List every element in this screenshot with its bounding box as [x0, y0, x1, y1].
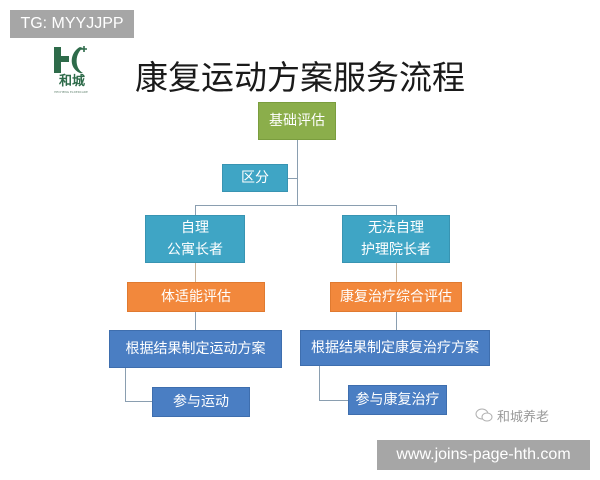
connector-left-plan-action-v	[125, 368, 126, 402]
node-label-line2: 公寓长者	[167, 242, 223, 258]
node-label: 根据结果制定康复治疗方案	[311, 340, 479, 356]
node-join-rehab: 参与康复治疗	[348, 385, 447, 415]
connector-right-group-assess	[396, 263, 397, 282]
node-join-exercise: 参与运动	[152, 387, 250, 417]
node-label: 参与运动	[173, 394, 229, 410]
connector-right-assess-plan	[396, 312, 397, 330]
tg-badge: TG: MYYJJPP	[10, 10, 134, 38]
node-exercise-plan: 根据结果制定运动方案	[109, 330, 282, 368]
node-classify: 区分	[222, 164, 288, 192]
node-rehab-plan: 根据结果制定康复治疗方案	[300, 330, 490, 366]
node-fitness-assessment: 体适能评估	[127, 282, 265, 312]
node-label-line1: 无法自理	[368, 220, 424, 236]
connector-left-assess-plan	[195, 312, 196, 330]
logo-hk-icon	[54, 46, 87, 73]
node-basic-assessment: 基础评估	[258, 102, 336, 140]
node-label: 基础评估	[269, 113, 325, 129]
connector-right-plan-action-h	[319, 400, 348, 401]
node-label-line2: 护理院长者	[361, 242, 431, 258]
logo-name: 和城	[58, 74, 85, 89]
node-dependent-nursing-elders: 无法自理 护理院长者	[342, 215, 450, 263]
connector-horizontal	[195, 205, 397, 206]
node-label: 参与康复治疗	[355, 392, 440, 408]
watermark-text: 和城养老	[497, 409, 550, 425]
connector-split	[288, 178, 297, 179]
node-label: 区分	[241, 170, 269, 186]
node-rehab-comprehensive-assessment: 康复治疗综合评估	[330, 282, 462, 312]
connector-right-drop	[396, 205, 397, 215]
page-title: 康复运动方案服务流程	[135, 58, 465, 97]
node-label: 根据结果制定运动方案	[125, 341, 266, 357]
node-label: 体适能评估	[161, 289, 231, 305]
connector-right-plan-action-v	[319, 366, 320, 401]
url-badge: www.joins-page-hth.com	[377, 440, 590, 470]
logo-subtext: HECHENG ELDERCARE	[54, 90, 88, 94]
node-label-line1: 自理	[181, 220, 209, 236]
connector-left-drop	[195, 205, 196, 215]
node-self-care-apartment-elders: 自理 公寓长者	[145, 215, 245, 263]
wechat-icon	[475, 408, 493, 422]
hecheng-logo: 和城 HECHENG ELDERCARE	[50, 44, 92, 98]
node-label: 康复治疗综合评估	[340, 289, 452, 305]
connector-left-group-assess	[195, 263, 196, 282]
connector-root-trunk	[297, 140, 298, 206]
connector-left-plan-action-h	[125, 401, 152, 402]
wechat-watermark: 和城养老	[475, 404, 560, 426]
